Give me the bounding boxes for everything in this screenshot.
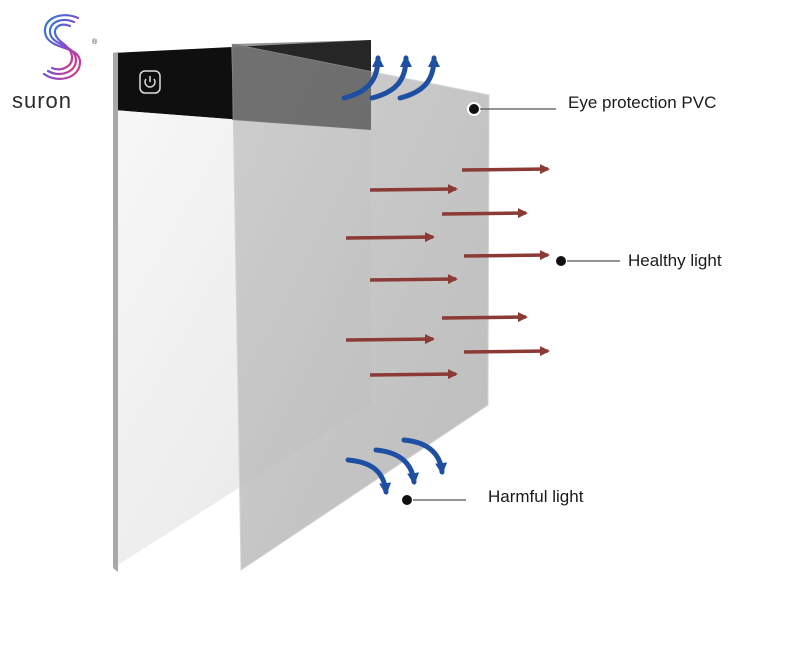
harmful-light-arrows-top [341, 55, 440, 101]
registered-mark: ® [92, 38, 98, 46]
pad-edge [113, 52, 118, 572]
callout-dot [554, 254, 568, 268]
suron-s-icon [42, 14, 82, 80]
callout-healthy: Healthy light [554, 251, 722, 270]
harmful-arrow [341, 55, 384, 101]
pvc-overlap-header [232, 40, 371, 130]
harmful-arrow [369, 55, 412, 101]
healthy-arrow [369, 369, 458, 380]
healthy-arrow [461, 164, 550, 175]
harmful-arrow [345, 457, 392, 495]
healthy-arrow [463, 346, 550, 357]
brand-logo: ® suron [12, 14, 98, 113]
brand-name: suron [12, 88, 72, 113]
callout-harmful: Harmful light [400, 487, 584, 507]
healthy-arrow [441, 312, 528, 323]
callout-dot [400, 493, 414, 507]
healthy-light-arrows [345, 164, 550, 380]
callout-pvc: Eye protection PVC [467, 93, 716, 116]
label-pvc: Eye protection PVC [568, 93, 716, 112]
label-harmful: Harmful light [488, 487, 584, 506]
healthy-arrow [345, 232, 435, 243]
healthy-arrow [369, 274, 458, 285]
harmful-arrow [397, 55, 440, 101]
harmful-light-arrows-bottom [345, 437, 448, 495]
label-healthy: Healthy light [628, 251, 722, 270]
power-icon [139, 70, 161, 94]
healthy-arrow [463, 250, 550, 261]
healthy-arrow [441, 208, 528, 219]
healthy-arrow [369, 184, 458, 195]
callout-dot [467, 102, 481, 116]
harmful-arrow [401, 437, 448, 475]
harmful-arrow [373, 447, 420, 485]
healthy-arrow [345, 334, 435, 345]
